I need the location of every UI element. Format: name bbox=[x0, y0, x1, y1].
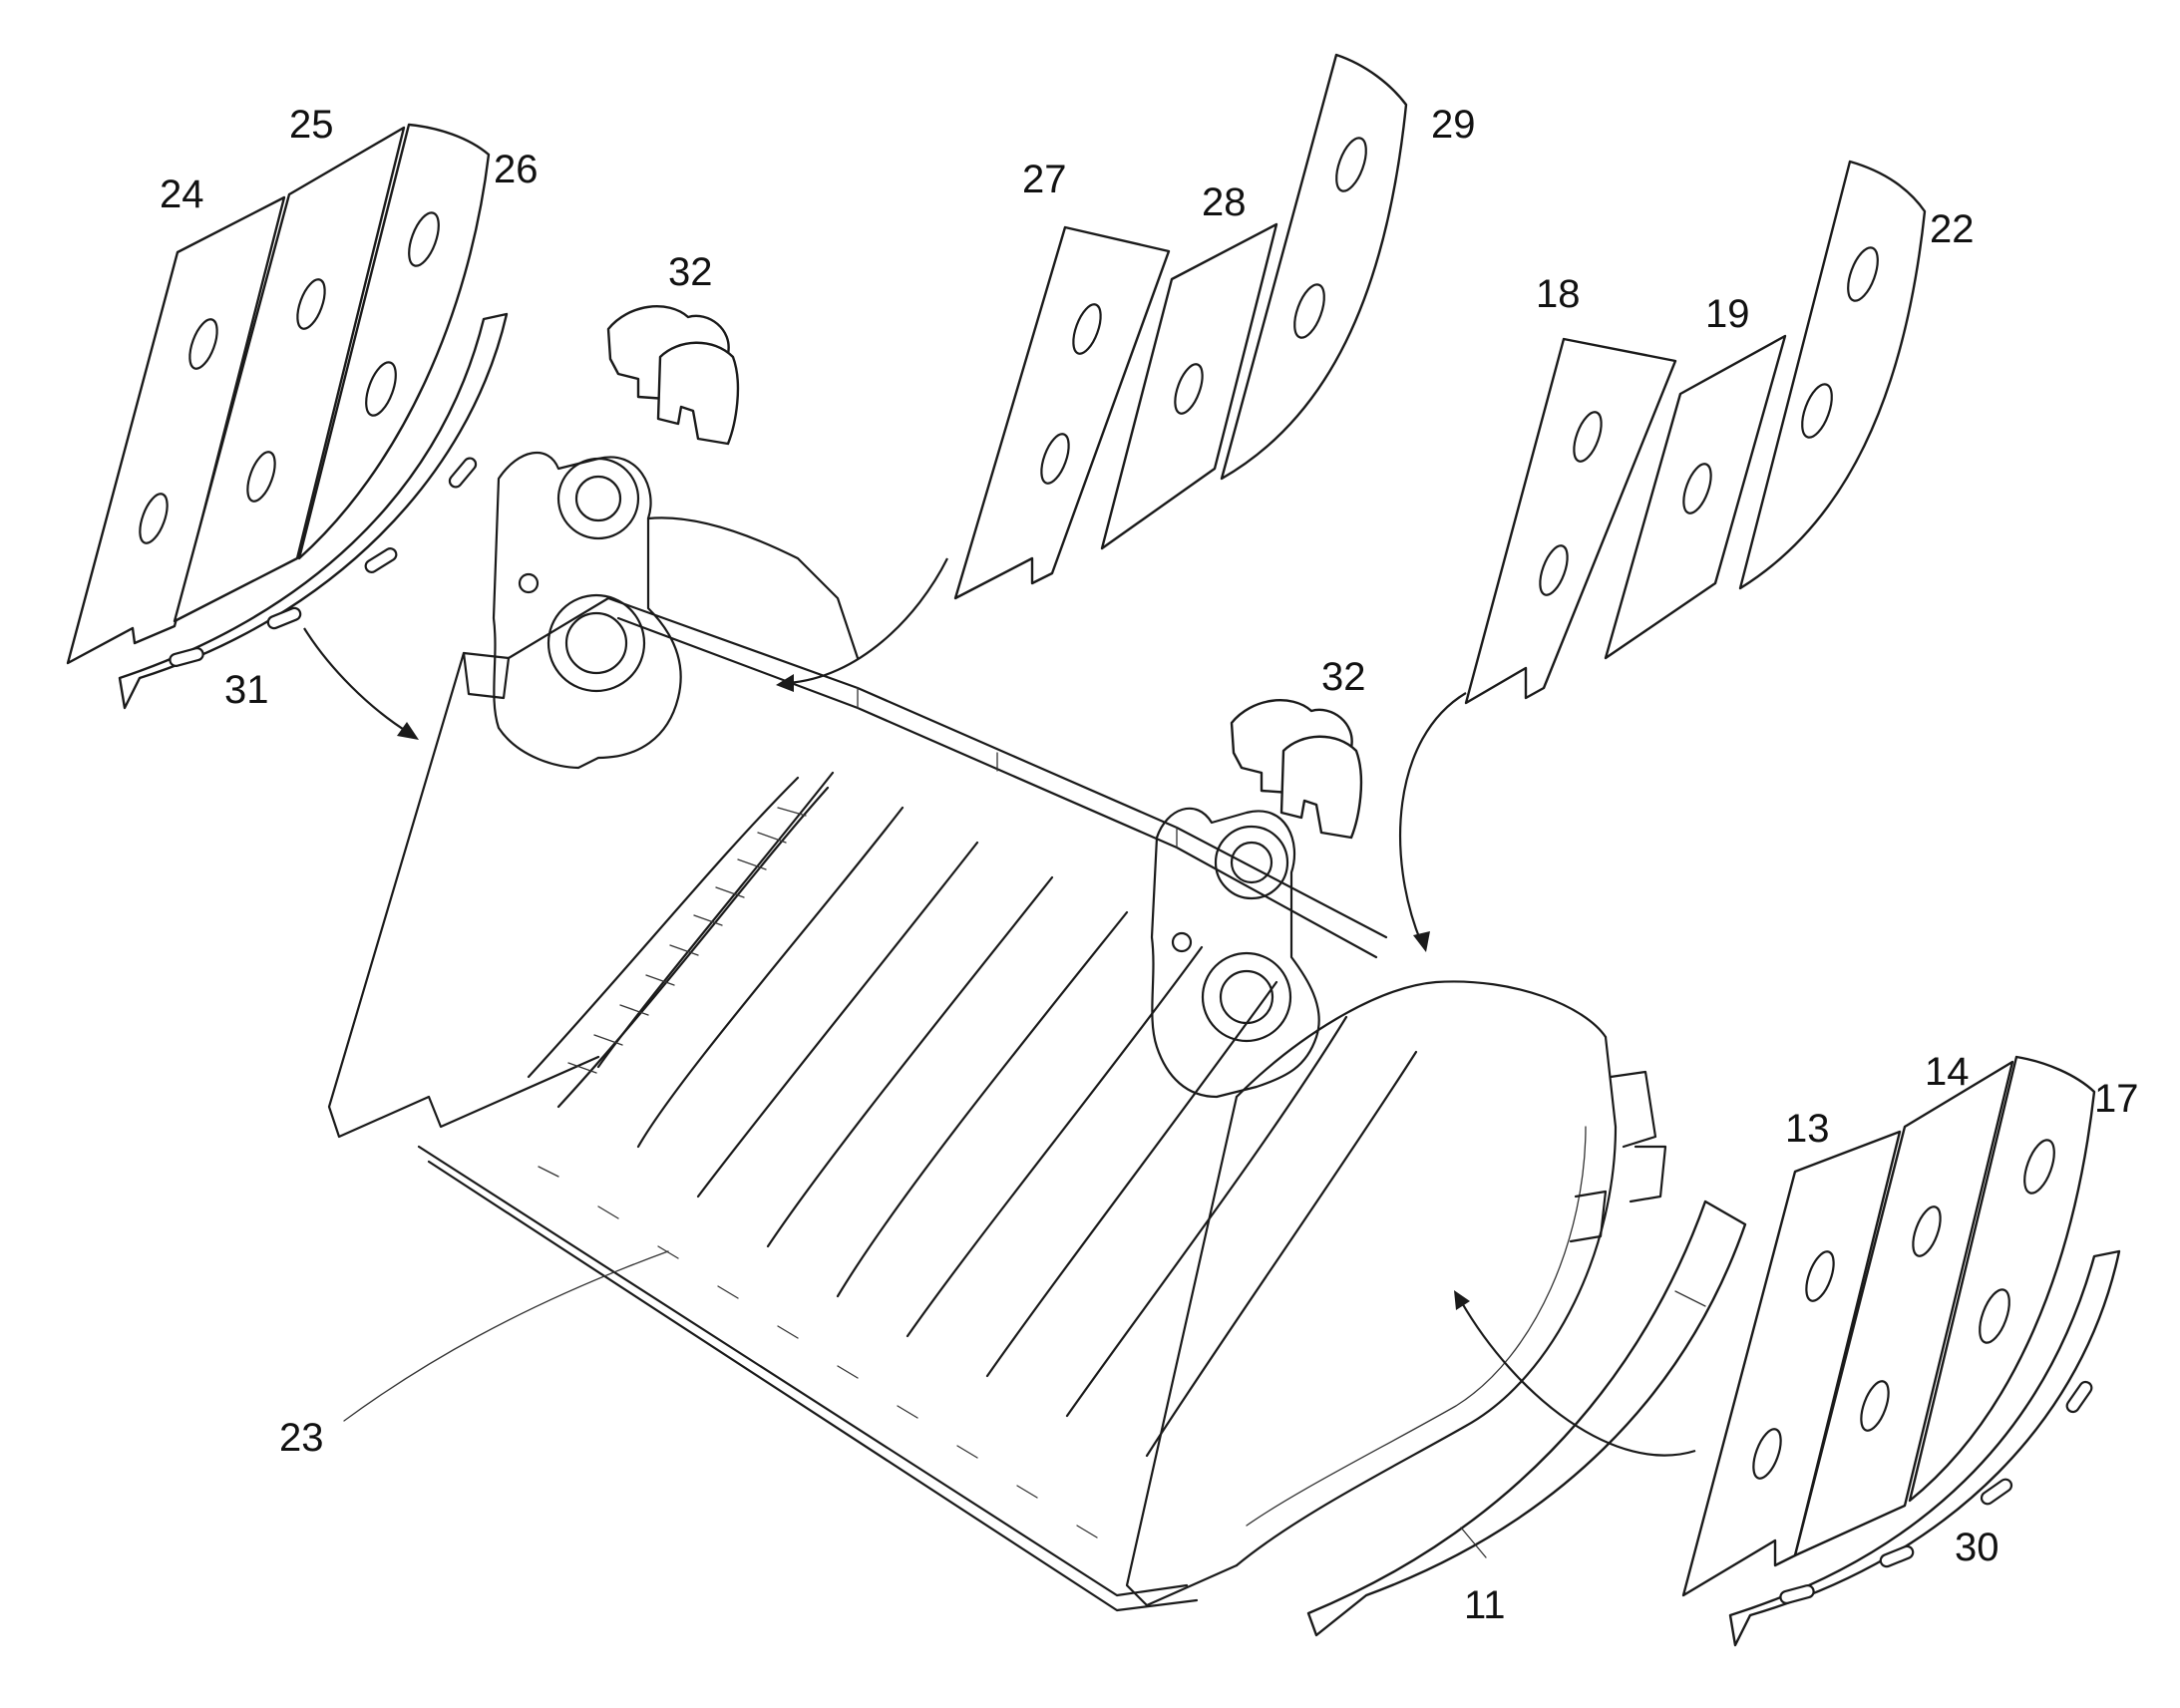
plate-25 bbox=[173, 126, 406, 623]
label-22: 22 bbox=[1930, 207, 1975, 251]
right-hinge-bracket bbox=[1150, 807, 1320, 1099]
label-31: 31 bbox=[224, 668, 269, 712]
label-17: 17 bbox=[2094, 1077, 2139, 1121]
label-11: 11 bbox=[1464, 1583, 1506, 1627]
label-32-top: 32 bbox=[668, 250, 713, 294]
label-28: 28 bbox=[1202, 180, 1247, 224]
strip-30 bbox=[1728, 1249, 2121, 1647]
plate-24 bbox=[66, 195, 286, 665]
label-18: 18 bbox=[1536, 272, 1581, 316]
plate-group-left bbox=[66, 123, 509, 710]
label-30: 30 bbox=[1955, 1526, 1999, 1569]
plate-14 bbox=[1793, 1060, 2014, 1557]
plate-13 bbox=[1681, 1130, 1902, 1597]
label-32-right: 32 bbox=[1321, 655, 1366, 699]
wear-strip-11 bbox=[1306, 1199, 1747, 1637]
plate-group-right-bottom bbox=[1681, 1055, 2121, 1647]
label-23: 23 bbox=[279, 1416, 324, 1460]
strip-31 bbox=[118, 312, 509, 710]
label-26: 26 bbox=[494, 148, 539, 191]
plate-group-right-top bbox=[1464, 160, 1927, 705]
label-24: 24 bbox=[160, 172, 204, 216]
reference-labels: 24 25 26 32 27 28 29 22 18 19 31 32 14 1… bbox=[160, 103, 2139, 1627]
left-hinge-bracket bbox=[492, 451, 860, 770]
bucket-body bbox=[327, 596, 1667, 1612]
plate-group-middle bbox=[953, 53, 1408, 600]
label-29: 29 bbox=[1431, 103, 1476, 147]
label-27: 27 bbox=[1022, 158, 1067, 201]
label-14: 14 bbox=[1925, 1050, 1970, 1094]
leader-23 bbox=[343, 1250, 669, 1422]
plate-26 bbox=[297, 123, 491, 560]
plate-22 bbox=[1738, 160, 1927, 590]
arrows bbox=[303, 557, 1696, 1457]
piece-32-top bbox=[606, 305, 740, 446]
piece-32-right bbox=[1230, 699, 1363, 840]
label-19: 19 bbox=[1705, 292, 1750, 336]
plate-18 bbox=[1464, 337, 1677, 705]
label-13: 13 bbox=[1785, 1107, 1830, 1151]
plate-27 bbox=[953, 225, 1171, 600]
label-25: 25 bbox=[289, 103, 334, 147]
